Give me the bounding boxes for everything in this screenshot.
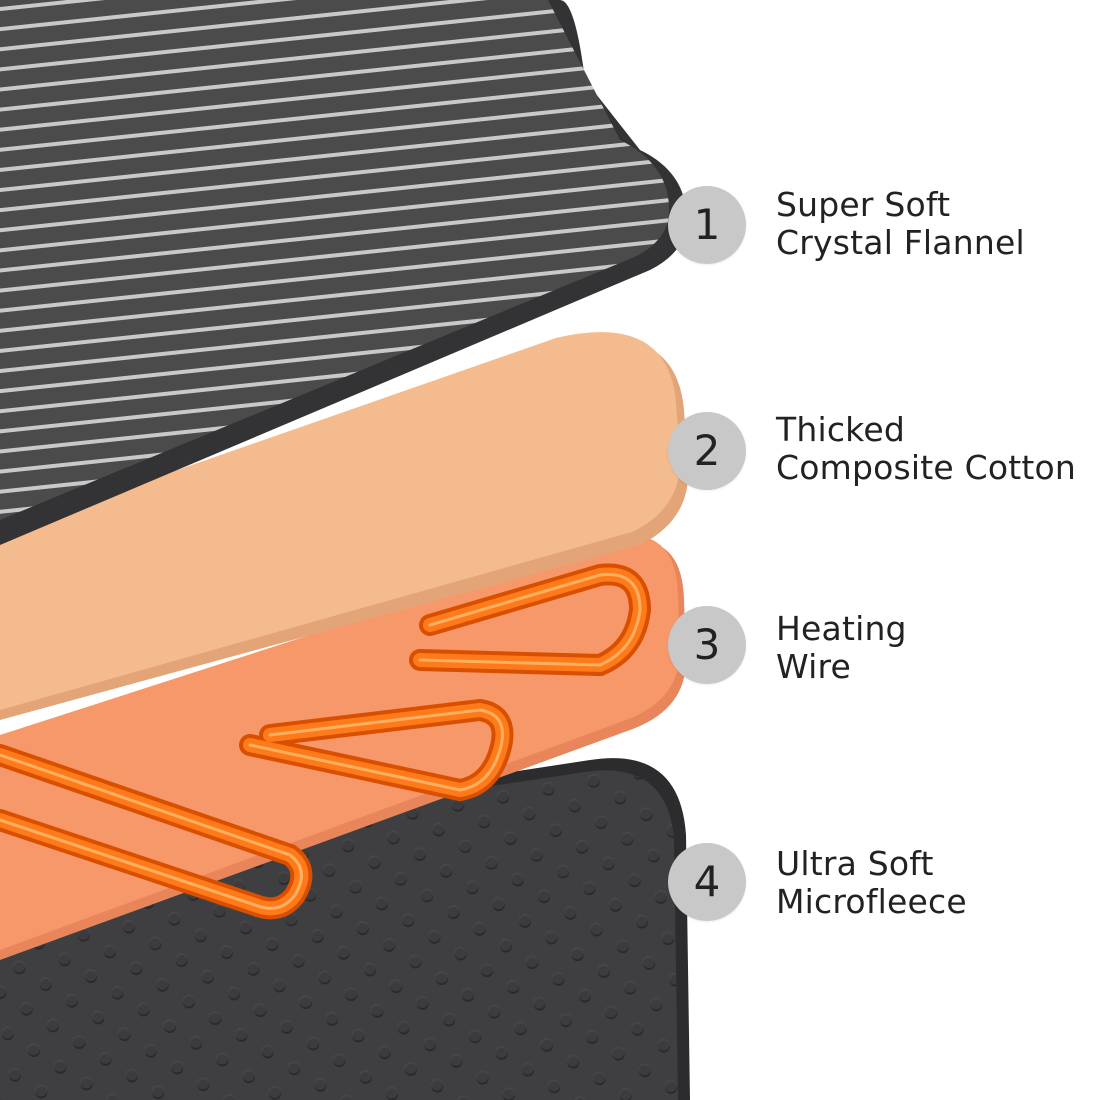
- layer-1-number-badge: 1: [668, 186, 746, 264]
- layer-4-label: Ultra Soft Microfleece: [776, 845, 967, 921]
- layer-2-label-line1: Thicked: [776, 411, 1076, 449]
- layer-3-label-line1: Heating: [776, 610, 907, 648]
- layer-2-label-line2: Composite Cotton: [776, 449, 1076, 487]
- layer-4-number-badge: 4: [668, 843, 746, 921]
- layer-2-label: Thicked Composite Cotton: [776, 411, 1076, 487]
- layer-4-label-line2: Microfleece: [776, 883, 967, 921]
- layer-1-label-line1: Super Soft: [776, 186, 1025, 224]
- layer-2-number-badge: 2: [668, 412, 746, 490]
- layer-1-label: Super Soft Crystal Flannel: [776, 186, 1025, 262]
- layer-3-label-line2: Wire: [776, 648, 907, 686]
- layer-4-label-line1: Ultra Soft: [776, 845, 967, 883]
- layer-1-label-line2: Crystal Flannel: [776, 224, 1025, 262]
- layer-3-label: Heating Wire: [776, 610, 907, 686]
- layer-3-number-badge: 3: [668, 606, 746, 684]
